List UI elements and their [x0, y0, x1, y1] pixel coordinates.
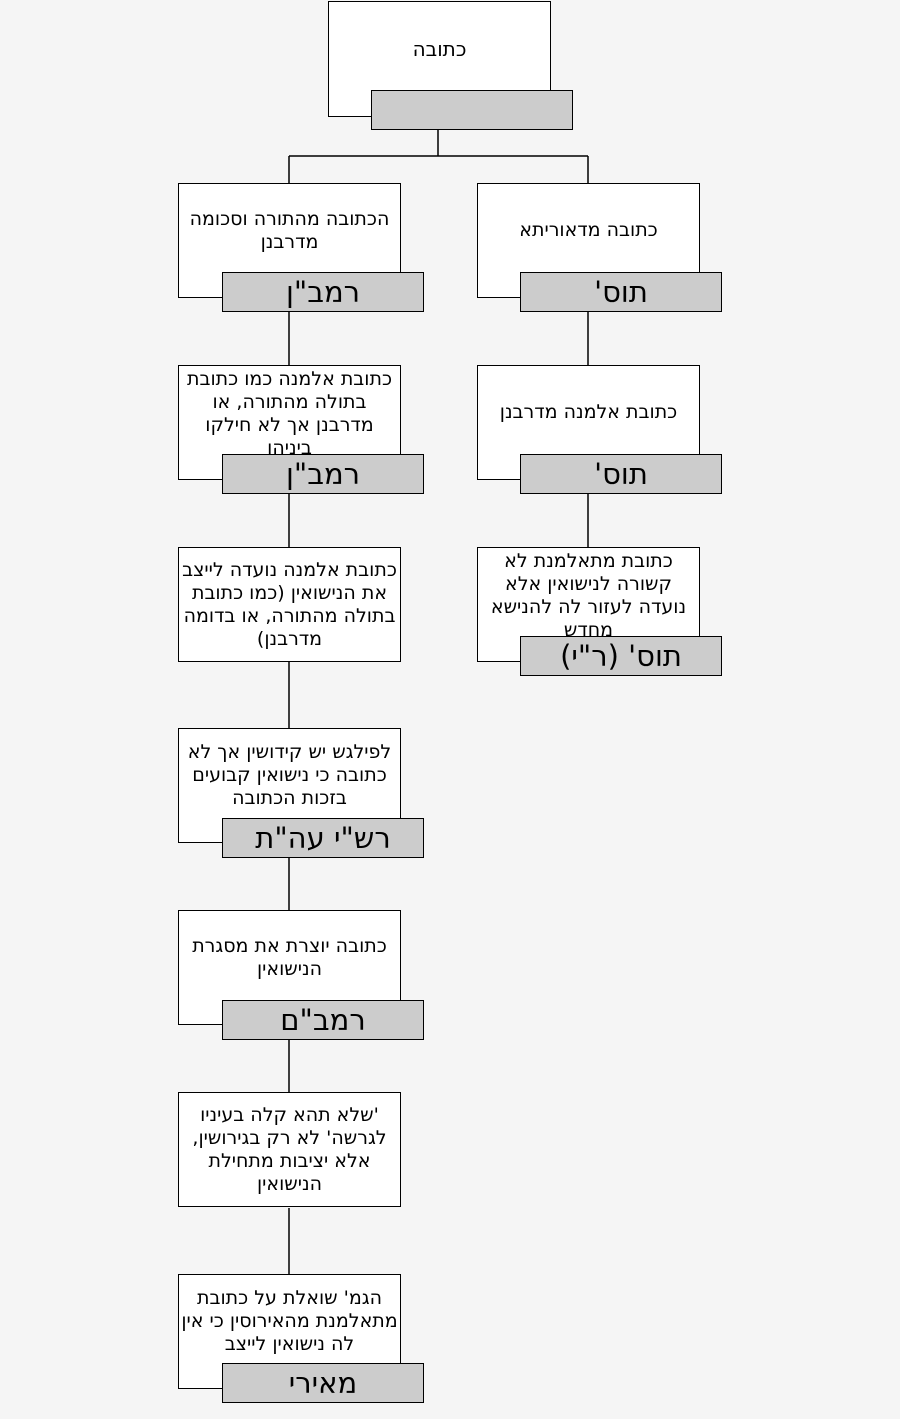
node-text: כתובת אלמנה נועדה לייצב את הנישואין (כמו…: [182, 558, 397, 650]
root-source-tag: [371, 90, 573, 130]
left-source-tag-2: רמב"ן: [222, 454, 424, 494]
left-source-tag-1: רמב"ן: [222, 272, 424, 312]
left-source-tag-7: מאירי: [222, 1363, 424, 1403]
right-source-tag-3: תוס' (ר"י): [520, 636, 722, 676]
left-node-3: כתובת אלמנה נועדה לייצב את הנישואין (כמו…: [178, 547, 401, 662]
left-node-6: 'שלא תהא קלה בעיניו לגרשה' לא רק בגירושי…: [178, 1092, 401, 1207]
node-text: כתובת מתאלמנת לא קשורה לנישואין אלא נועד…: [490, 550, 687, 641]
node-text: הגמ' שואלת על כתובת מתאלמנת מהאירוסין כי…: [181, 1287, 398, 1355]
node-text: כתובת אלמנה מדרבנן: [499, 401, 678, 423]
node-text: כתובה: [412, 36, 467, 61]
left-source-tag-5: רמב"ם: [222, 1000, 424, 1040]
right-source-tag-2: תוס': [520, 454, 722, 494]
node-text: כתובת אלמנה כמו כתובת בתולה מהתורה, או מ…: [186, 368, 393, 459]
node-text: כתובה יוצרת את מסגרת הנישואין: [192, 934, 387, 980]
node-text: לפילגש יש קידושין אך לא כתובה כי נישואין…: [187, 741, 392, 809]
node-text: הכתובה מהתורה וסכומה מדרבנן: [189, 207, 390, 253]
right-source-tag-1: תוס': [520, 272, 722, 312]
node-text: 'שלא תהא קלה בעיניו לגרשה' לא רק בגירושי…: [192, 1103, 387, 1195]
left-source-tag-4: רש"י עה"ת: [222, 818, 424, 858]
node-text: כתובה מדאוריתא: [519, 219, 658, 241]
link-root-branch: [288, 117, 589, 183]
